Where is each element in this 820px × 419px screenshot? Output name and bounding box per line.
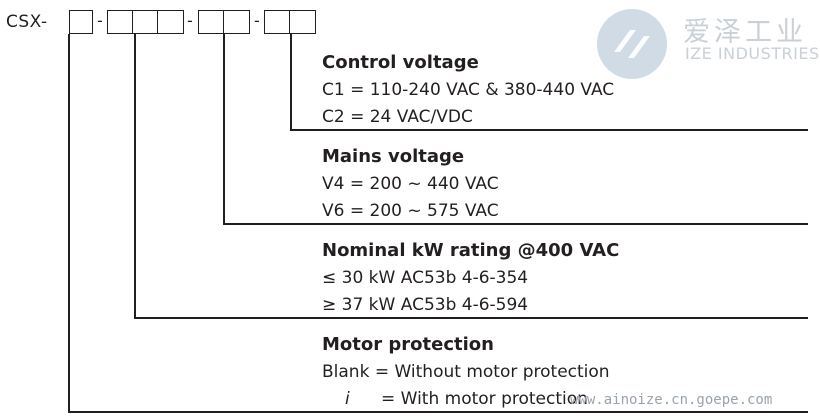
- connector-mains-horizontal: [223, 223, 808, 225]
- watermark-url: www.ainoize.cn.goepe.com: [570, 392, 773, 408]
- connector-control-vertical: [290, 34, 292, 131]
- option-kw-low: ≤ 30 kW AC53b 4-6-354: [322, 268, 529, 288]
- option-i-code: i: [345, 389, 350, 409]
- section-heading-mains-voltage: Mains voltage: [322, 146, 465, 167]
- code-box-control-2: [289, 10, 316, 34]
- code-separator: -: [254, 11, 260, 30]
- option-v4: V4 = 200 ~ 440 VAC: [322, 174, 499, 194]
- code-box-mains-2: [223, 10, 250, 34]
- option-v6: V6 = 200 ~ 575 VAC: [322, 201, 499, 221]
- option-blank: Blank = Without motor protection: [322, 362, 610, 382]
- code-prefix: CSX-: [6, 12, 48, 32]
- code-separator: -: [187, 11, 193, 30]
- connector-kw-vertical: [134, 34, 136, 319]
- section-heading-control-voltage: Control voltage: [322, 52, 479, 73]
- code-box-control-1: [264, 10, 291, 34]
- connector-mains-vertical: [223, 34, 225, 225]
- connector-kw-horizontal: [134, 317, 808, 319]
- connector-control-horizontal: [290, 129, 808, 131]
- code-box-kw-2: [132, 10, 159, 34]
- section-heading-kw-rating: Nominal kW rating @400 VAC: [322, 240, 620, 261]
- code-box-kw-1: [107, 10, 134, 34]
- ize-logo-watermark: [597, 9, 667, 79]
- code-box-mains-1: [198, 10, 225, 34]
- watermark-chinese-name: 爱泽工业: [683, 17, 807, 48]
- option-c1: C1 = 110-240 VAC & 380-440 VAC: [322, 80, 615, 100]
- section-heading-motor-protection: Motor protection: [322, 334, 494, 355]
- code-box-kw-3: [157, 10, 184, 34]
- watermark-english-name: IZE INDUSTRIES: [685, 44, 820, 63]
- connector-motor-vertical: [68, 34, 70, 413]
- connector-motor-horizontal: [68, 411, 808, 413]
- code-separator: -: [97, 11, 103, 30]
- code-box-motor-protection: [69, 10, 93, 34]
- option-i-description: = With motor protection: [381, 389, 588, 409]
- option-kw-high: ≥ 37 kW AC53b 4-6-594: [322, 295, 529, 315]
- option-c2: C2 = 24 VAC/VDC: [322, 107, 473, 127]
